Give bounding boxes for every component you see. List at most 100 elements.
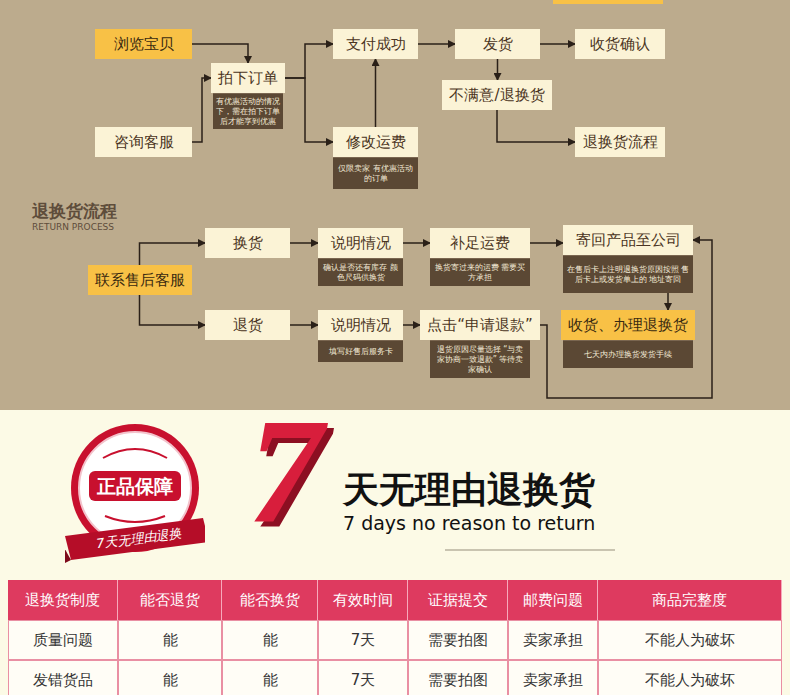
box-label: 退换货流程 <box>583 133 658 152</box>
cut-box <box>553 0 663 4</box>
process-box: 支付成功 <box>333 29 418 59</box>
headline: 天无理由退换货 <box>343 469 595 510</box>
table-text: 质量问题 <box>33 631 93 650</box>
flow-arrow <box>667 293 669 310</box>
table-cell: 需要拍图 <box>408 660 508 695</box>
box-label: 补足运费 <box>450 234 510 253</box>
note-box: 在售后卡上注明退换货原因按照 售后卡上或发货单上的 地址寄回 <box>563 255 693 293</box>
table-header-cell: 能否退货 <box>118 580 222 620</box>
section-title: 退换货流程 <box>32 201 117 221</box>
headline-english-wrap: 7 days no reason to return <box>343 512 595 534</box>
note-text: 有优惠活动的情况下，需在拍下订单后才能享到优惠 <box>216 97 280 127</box>
bottom-panel <box>0 410 790 695</box>
note-text: 退货原因尽量选择 “与卖家协商一致退款” 等待卖家确认 <box>433 345 527 375</box>
box-label: 拍下订单 <box>218 69 278 88</box>
highlight-box: 收货、办理退换货 <box>561 310 695 340</box>
table-text: 能 <box>263 671 278 690</box>
table-text: 7天 <box>351 631 376 650</box>
box-label: 咨询客服 <box>114 133 174 152</box>
table-text: 邮费问题 <box>523 591 583 610</box>
box-label: 寄回产品至公司 <box>576 231 681 250</box>
headline-wrap: 天无理由退换货 <box>343 466 595 515</box>
flow-arrow <box>192 44 248 63</box>
table-cell: 能 <box>118 620 222 660</box>
table-text: 商品完整度 <box>652 591 727 610</box>
note-box: 有优惠活动的情况下，需在拍下订单后才能享到优惠 <box>213 93 283 129</box>
table-cell: 卖家承担 <box>508 620 598 660</box>
table-text: 能 <box>163 671 178 690</box>
process-box: 修改运费 <box>333 127 418 157</box>
process-box: 点击“申请退款” <box>420 310 540 340</box>
big-number-wrap: 7 <box>248 396 323 546</box>
divider-line <box>445 549 615 551</box>
table-header-cell: 证据提交 <box>408 580 508 620</box>
flow-arrow <box>497 110 575 142</box>
box-label: 说明情况 <box>331 234 391 253</box>
note-text: 七天内办理换货发货手续 <box>584 350 672 360</box>
table-cell: 卖家承担 <box>508 660 598 695</box>
process-box: 寄回产品至公司 <box>563 225 693 255</box>
process-box: 拍下订单 <box>211 63 285 93</box>
box-label: 联系售后客服 <box>95 271 185 290</box>
flow-arrow <box>540 240 712 398</box>
box-label: 发货 <box>483 35 513 54</box>
table-cell: 不能人为破坏 <box>598 660 782 695</box>
highlight-box: 浏览宝贝 <box>95 29 192 59</box>
flow-arrow <box>290 324 318 326</box>
table-cell: 7天 <box>318 660 408 695</box>
table-header-cell: 商品完整度 <box>598 580 782 620</box>
table-text: 能 <box>263 631 278 650</box>
box-label: 收货确认 <box>590 35 650 54</box>
process-box: 咨询客服 <box>95 127 192 157</box>
note-box: 退货原因尽量选择 “与卖家协商一致退款” 等待卖家确认 <box>430 340 530 378</box>
note-text: 填写好售后服务卡 <box>329 347 393 357</box>
table-text: 7天 <box>351 671 376 690</box>
flow-arrow <box>140 295 206 325</box>
table-header-cell: 邮费问题 <box>508 580 598 620</box>
box-label: 浏览宝贝 <box>114 35 174 54</box>
table-cell: 发错货品 <box>8 660 118 695</box>
process-box: 不满意/退换货 <box>442 80 552 110</box>
box-label: 收货、办理退换货 <box>568 316 688 335</box>
table-cell: 需要拍图 <box>408 620 508 660</box>
table-cell: 不能人为破坏 <box>598 620 782 660</box>
guarantee-badge: 正品保障7天无理由退换 <box>65 418 205 568</box>
big-number: 7 <box>248 388 323 554</box>
flow-arrow <box>290 242 318 244</box>
box-label: 不满意/退换货 <box>449 86 544 105</box>
table-text: 证据提交 <box>428 591 488 610</box>
table-text: 发错货品 <box>33 671 93 690</box>
section-subtitle: RETURN PROCESS <box>32 222 114 232</box>
table-text: 需要拍图 <box>428 631 488 650</box>
table-text: 能否退货 <box>140 591 200 610</box>
note-box: 七天内办理换货发货手续 <box>563 340 693 368</box>
note-box: 填写好售后服务卡 <box>318 340 403 362</box>
section-subtitle-wrap: RETURN PROCESS <box>32 222 114 232</box>
flow-arrow <box>403 324 420 326</box>
note-text: 换货寄过来的运费 需要买方承担 <box>433 263 527 283</box>
process-box: 补足运费 <box>430 228 530 258</box>
table-text: 不能人为破坏 <box>645 631 735 650</box>
table-header-cell: 能否换货 <box>222 580 318 620</box>
flow-arrow <box>285 44 333 78</box>
table-cell: 7天 <box>318 620 408 660</box>
headline-english: 7 days no reason to return <box>343 512 595 534</box>
table-cell: 能 <box>222 620 318 660</box>
table-text: 需要拍图 <box>428 671 488 690</box>
table-header-cell: 退换货制度 <box>8 580 118 620</box>
flow-arrow <box>540 43 575 45</box>
note-box: 换货寄过来的运费 需要买方承担 <box>430 258 530 286</box>
table-cell: 能 <box>118 660 222 695</box>
process-box: 退换货流程 <box>575 127 665 157</box>
table-text: 能 <box>163 631 178 650</box>
box-label: 换货 <box>233 234 263 253</box>
table-text: 不能人为破坏 <box>645 671 735 690</box>
table-cell: 能 <box>222 660 318 695</box>
box-label: 退货 <box>233 316 263 335</box>
flow-arrow <box>375 59 377 127</box>
process-box: 收货确认 <box>575 29 665 59</box>
box-label: 说明情况 <box>331 316 391 335</box>
flow-arrow <box>403 242 430 244</box>
process-box: 发货 <box>455 29 540 59</box>
process-box: 退货 <box>205 310 290 340</box>
